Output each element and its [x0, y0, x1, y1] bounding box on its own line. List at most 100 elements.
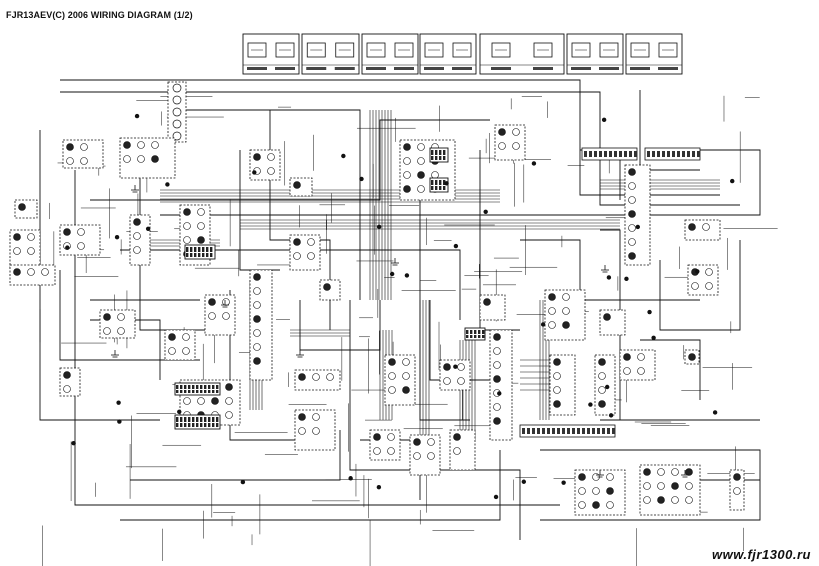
housing-pin — [196, 423, 199, 427]
connector-circle — [623, 367, 631, 375]
housing-pin — [216, 385, 219, 389]
connector-circle — [63, 228, 71, 236]
housing-pin — [466, 330, 469, 334]
connector-circle — [598, 358, 606, 366]
connector-circle — [253, 301, 261, 309]
connector-circle — [413, 438, 421, 446]
connector-circle — [222, 312, 230, 320]
connector-circle — [493, 403, 501, 411]
terminal-pin — [599, 151, 602, 157]
connector-circle — [133, 218, 141, 226]
wire-run — [74, 170, 560, 506]
housing-pin — [443, 156, 446, 160]
housing-pin — [212, 390, 215, 393]
terminal-pin — [667, 151, 670, 157]
terminal-pin — [692, 151, 695, 157]
junction-dot — [65, 245, 70, 250]
junction-dot — [117, 419, 122, 424]
junction-dot — [71, 441, 76, 446]
connector-circle — [13, 268, 21, 276]
component-block — [594, 354, 616, 416]
connector-circle — [225, 383, 233, 391]
connector-circle — [402, 358, 410, 366]
terminal-pin — [609, 151, 612, 157]
legend-caption-mark — [424, 67, 444, 70]
connector-circle — [603, 313, 611, 321]
housing-pin — [190, 253, 193, 257]
housing-pin — [443, 186, 446, 190]
terminal-pin — [634, 151, 637, 157]
component-block — [369, 429, 401, 461]
terminal-pin — [624, 151, 627, 157]
connector-circle — [117, 313, 125, 321]
junction-dot — [348, 476, 353, 481]
housing-pin — [198, 253, 201, 257]
connector-circle — [553, 358, 561, 366]
wire-run — [90, 119, 490, 201]
connector-circle — [27, 247, 35, 255]
connector-circle — [253, 329, 261, 337]
connector-circle — [183, 236, 191, 244]
terminal-pin — [552, 428, 555, 434]
housing-pin — [206, 253, 209, 257]
housing-pin — [478, 330, 481, 334]
connector-circle — [427, 438, 435, 446]
connector-circle — [63, 385, 71, 393]
connector-circle — [373, 447, 381, 455]
housing-pin — [431, 156, 434, 160]
connector-circle — [253, 343, 261, 351]
connector-circle — [657, 496, 665, 504]
wire-run — [229, 290, 300, 441]
junction-dot — [404, 273, 410, 278]
wire-run — [640, 339, 701, 400]
connector-icon — [599, 42, 619, 58]
connector-icon — [335, 42, 355, 58]
housing-pin — [200, 385, 203, 389]
housing-pin — [435, 156, 438, 160]
connector-circle — [137, 141, 145, 149]
connector-circle — [598, 386, 606, 394]
connector-icon — [452, 42, 472, 58]
connector-circle — [225, 397, 233, 405]
component-block — [479, 294, 506, 321]
connector-circle — [562, 293, 570, 301]
housing-pin — [435, 150, 438, 155]
terminal-pin — [652, 151, 655, 157]
legend-caption-mark — [394, 67, 414, 70]
connector-circle — [443, 363, 451, 371]
connector-circle — [293, 252, 301, 260]
legend-caption-mark — [658, 67, 678, 70]
housing-pin — [186, 247, 189, 252]
housing-pin — [210, 253, 213, 257]
junction-dot — [712, 410, 718, 415]
housing-pin — [478, 335, 481, 338]
junction-dot — [635, 224, 640, 230]
housing-pin — [439, 186, 442, 190]
legend-caption-mark — [599, 67, 619, 70]
connector-circle — [103, 327, 111, 335]
housing-pin — [216, 417, 219, 422]
connector-circle — [643, 496, 651, 504]
terminal-pin — [682, 151, 685, 157]
connector-circle — [172, 107, 182, 117]
housing-pin — [470, 330, 473, 334]
connector-circle — [168, 347, 176, 355]
connector-circle — [453, 433, 461, 441]
connector-circle — [498, 128, 506, 136]
housing-pin — [176, 417, 179, 422]
connector-circle — [671, 468, 679, 476]
connector-circle — [253, 153, 261, 161]
housing-pin — [208, 423, 211, 427]
junction-dot — [601, 117, 607, 123]
housing-pin — [206, 247, 209, 252]
connector-circle — [628, 252, 636, 260]
terminal-pin — [572, 428, 575, 434]
legend-caption-mark — [247, 67, 267, 70]
junction-dot — [116, 400, 121, 405]
junction-dot — [647, 309, 652, 315]
connector-circle — [117, 327, 125, 335]
wire-run — [700, 149, 761, 190]
connector-circle — [413, 452, 421, 460]
component-block — [14, 199, 38, 219]
